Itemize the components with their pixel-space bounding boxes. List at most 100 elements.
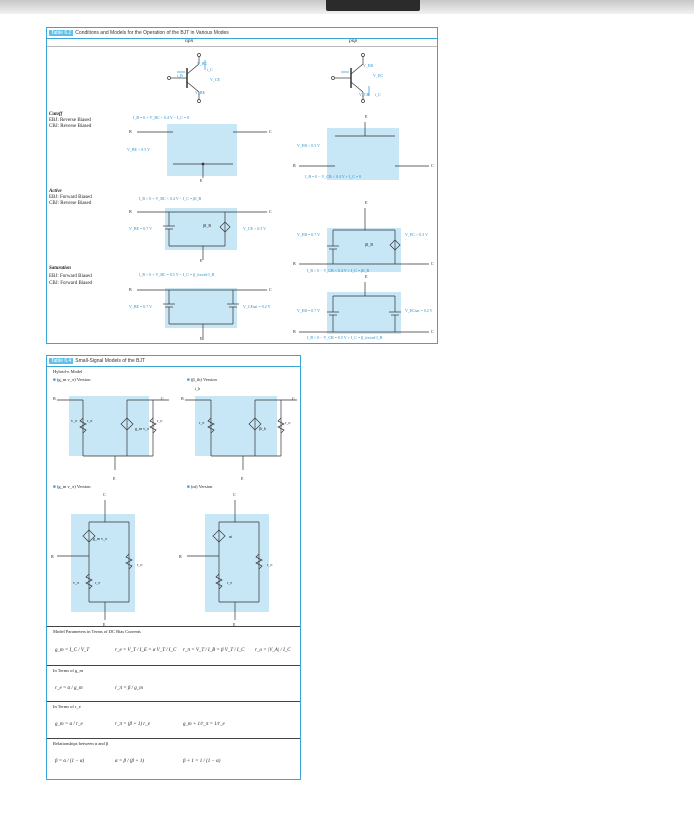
mode-line-2: CBJ: Forward Biased xyxy=(49,281,93,286)
model-1-b: B xyxy=(53,396,56,401)
npn-vbe: V_BE xyxy=(195,90,205,95)
cutoff-npn-c: C xyxy=(269,129,272,134)
sat-pnp-circuit xyxy=(299,282,429,333)
active-pnp-circuit xyxy=(299,208,429,265)
active-npn-e: E xyxy=(200,258,203,263)
model-1-e: E xyxy=(113,476,116,481)
version-1-label: ■ (g_m v_π) Version xyxy=(53,377,91,382)
version-2-label: ■ (β_ib) Version xyxy=(187,377,217,382)
mode-line-1: EBJ: Reverse Biased xyxy=(49,118,91,123)
cutoff-npn-top: I_B = 0 + V_BC < 0.4 V − I_C = 0 xyxy=(133,115,190,120)
param-rpi: r_π = V_T / I_B = β V_T / I_C xyxy=(183,648,245,653)
re-title: In Terms of r_e xyxy=(53,704,81,709)
cutoff-pnp-veb: V_EB < 0.5 V xyxy=(297,143,321,148)
cutoff-npn-b: B xyxy=(129,129,132,134)
active-pnp-bottom: I_B > 0 − V_CB < 0.4 V + I_C = βI_B xyxy=(307,268,370,273)
active-npn-src: βI_B xyxy=(203,223,212,228)
model-1-ro: r_o xyxy=(157,418,163,423)
sat-pnp-veb: V_EB = 0.7 V xyxy=(297,308,321,313)
rel-formula-beta1: β + 1 = 1 / (1 − α) xyxy=(183,759,221,764)
model-2-panel xyxy=(195,396,277,456)
npn-ib: i_B xyxy=(177,73,183,78)
col-header-npn: npn xyxy=(185,38,194,44)
model-4-panel xyxy=(205,514,269,612)
gm-formula-re: r_e = α / g_m xyxy=(55,686,83,691)
model-2-c: C xyxy=(292,396,295,401)
version-2-text: (β_ib) Version xyxy=(190,377,217,382)
model-1-gm: g_m v_π xyxy=(135,426,150,431)
model-2-circuit xyxy=(185,399,297,470)
version-3-text: (g_m v_π) Version xyxy=(56,484,91,489)
active-npn-b: B xyxy=(129,209,132,214)
rel-formula-beta: β = α / (1 − α) xyxy=(55,759,85,764)
model-3-c: C xyxy=(103,492,106,497)
active-pnp-b: B xyxy=(293,261,296,266)
model-2-b: B xyxy=(181,396,184,401)
active-pnp-panel xyxy=(327,228,401,272)
npn-vbc: V_BC xyxy=(197,61,208,66)
mode-name-cutoff: Cutoff xyxy=(49,112,63,117)
cutoff-pnp-bottom: I_B = 0 − V_CB < 0.4 V + I_C = 0 xyxy=(305,174,362,179)
mode-name-saturation: Saturation xyxy=(49,266,71,271)
re-formula-sum: g_m + 1/r_π = 1/r_e xyxy=(183,722,225,727)
active-npn-vce: V_CE > 0.3 V xyxy=(243,226,267,231)
model-3-b: B xyxy=(51,554,54,559)
param-ro: r_o = |V_A| / I_C xyxy=(255,648,291,653)
npn-vce: V_CE xyxy=(210,77,220,82)
model-1-vpi: v_π xyxy=(71,418,78,423)
sat-npn-e: E xyxy=(200,336,203,341)
cutoff-pnp-panel xyxy=(327,128,399,180)
table-number: Table 6.2 xyxy=(49,30,74,36)
model-1-c: C xyxy=(161,396,164,401)
sat-pnp-vec: V_ECsat = 0.2 V xyxy=(405,308,433,313)
model-1-circuit xyxy=(57,399,169,470)
sat-npn-c: C xyxy=(269,287,272,292)
cutoff-pnp-circuit xyxy=(299,122,429,167)
model-3-ro: r_o xyxy=(137,562,143,567)
version-1-text: (g_m v_π) Version xyxy=(56,377,91,382)
table-title: Small-Signal Models of the BJT xyxy=(75,358,146,364)
model-3-vpi: v_π xyxy=(73,580,80,585)
model-2-ro: r_o xyxy=(285,420,291,425)
cutoff-npn-panel xyxy=(167,124,237,176)
sat-npn-circuit xyxy=(137,289,267,340)
pnp-vec: V_EC xyxy=(373,73,383,78)
model-3-re: r_e xyxy=(95,580,101,585)
rel-formula-alpha: α = β / (β + 1) xyxy=(115,759,145,764)
sat-pnp-b: B xyxy=(293,329,296,334)
rel-title: Relationships between α and β xyxy=(53,741,109,746)
cutoff-pnp-e: E xyxy=(365,114,368,119)
npn-ic: i_C xyxy=(207,67,213,72)
sat-npn-top: I_B > 0 + V_BC = 0.5 V − I_C = β_forced … xyxy=(139,272,215,277)
mode-line-1: EBJ: Forward Biased xyxy=(49,274,92,279)
gm-title: In Terms of g_m xyxy=(53,668,83,673)
active-pnp-c: C xyxy=(431,261,434,266)
top-toolbar-button[interactable] xyxy=(326,0,420,11)
model-3-circuit xyxy=(57,500,133,620)
model-3-gm: g_m v_π xyxy=(93,536,108,541)
version-3-label: ■ (g_m v_π) Version xyxy=(53,484,91,489)
mode-name-active: Active xyxy=(49,189,62,194)
model-4-re: r_e xyxy=(227,580,233,585)
sat-npn-vbe: V_BE = 0.7 V xyxy=(129,304,153,309)
hybrid-pi-label: Hybrid-π Model xyxy=(53,369,83,374)
param-re: r_e = V_T / I_E = α V_T / I_C xyxy=(115,648,177,653)
model-4-alphai: αi xyxy=(229,534,233,539)
mode-line-1: EBJ: Forward Biased xyxy=(49,195,92,200)
col-header-pnp: pnp xyxy=(349,38,358,44)
table-title: Conditions and Models for the Operation … xyxy=(75,30,229,36)
model-4-c: C xyxy=(233,492,236,497)
cutoff-pnp-b: B xyxy=(293,163,296,168)
active-pnp-vec: V_EC > 0.3 V xyxy=(405,232,429,237)
pnp-vcb: V_CB xyxy=(359,92,370,97)
model-2-bib: βi_b xyxy=(259,426,267,431)
params-title: Model Parameters in Terms of DC Bias Cur… xyxy=(53,629,141,634)
active-npn-c: C xyxy=(269,209,272,214)
sat-pnp-panel xyxy=(327,292,401,334)
active-npn-top: I_B > 0 + V_BC < 0.4 V − I_C = βI_B xyxy=(139,196,202,201)
model-4-b: B xyxy=(179,554,182,559)
version-4-text: (αi) Version xyxy=(190,484,213,489)
